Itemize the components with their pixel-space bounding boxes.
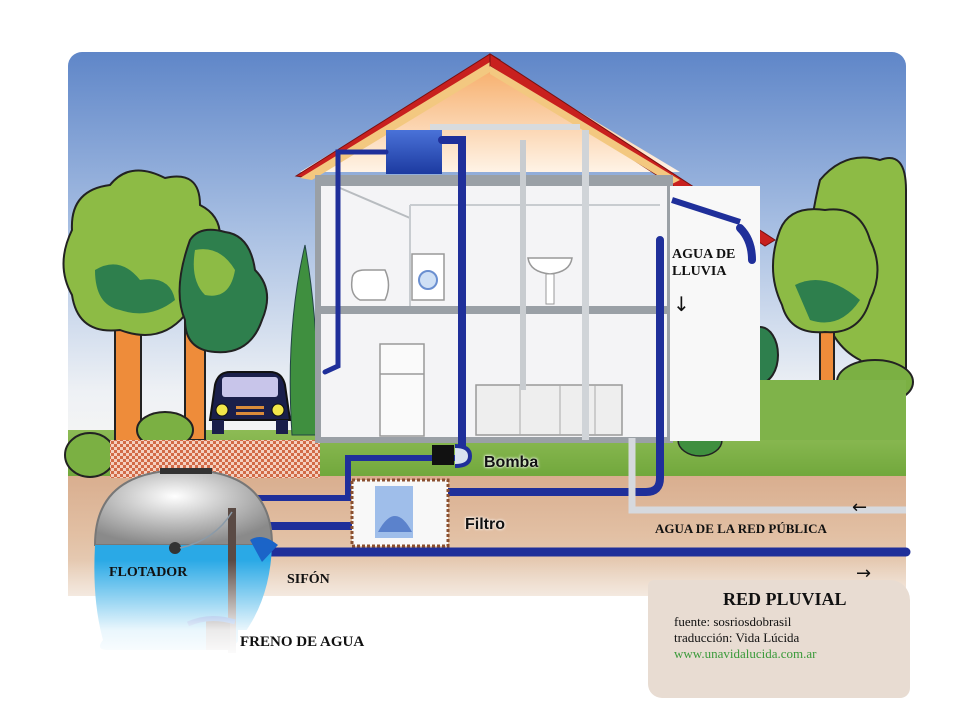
float-ball-icon bbox=[169, 542, 181, 554]
rain-water-label: AGUA DE LLUVIA bbox=[672, 246, 735, 280]
floor-slab bbox=[318, 306, 670, 314]
credit-translation: traducción: Vida Lúcida bbox=[674, 630, 800, 645]
filter-label: Filtro bbox=[465, 516, 505, 533]
car-icon bbox=[208, 371, 292, 434]
toilet-icon bbox=[350, 269, 390, 301]
house bbox=[294, 53, 776, 443]
pump-label: Bomba bbox=[484, 454, 539, 471]
credits-panel bbox=[648, 580, 910, 698]
credits: fuente: sosriosdobrasil traducción: Vida… bbox=[674, 614, 816, 662]
public-water-label: AGUA DE LA RED PÚBLICA bbox=[655, 521, 827, 536]
arrow-right-icon: → bbox=[856, 563, 872, 584]
float-label: FLOTADOR bbox=[109, 565, 188, 580]
brick-patio bbox=[110, 440, 320, 478]
refrigerator-icon bbox=[379, 343, 425, 437]
filter-box bbox=[350, 478, 450, 548]
rooftop-water-tank bbox=[386, 130, 442, 174]
kitchen-counter-icon bbox=[475, 384, 623, 436]
rain-water-label-line2: LLUVIA bbox=[672, 264, 727, 279]
siphon-icon bbox=[250, 536, 278, 562]
rain-gutter bbox=[671, 197, 741, 225]
siphon-label: SIFÓN bbox=[287, 572, 330, 587]
water-brake-label: FRENO DE AGUA bbox=[240, 634, 365, 650]
arrow-down-icon: ↓ bbox=[673, 292, 690, 316]
credit-source: fuente: sosriosdobrasil bbox=[674, 614, 792, 629]
credit-website-link[interactable]: www.unavidalucida.com.ar bbox=[674, 646, 817, 661]
tree-icon bbox=[771, 156, 907, 411]
arrow-left-icon: ← bbox=[852, 497, 868, 518]
bush-icon bbox=[64, 432, 116, 478]
supply-pipes bbox=[236, 136, 911, 557]
storm-drain-label: RED PLUVIAL bbox=[723, 589, 847, 609]
pump-icon bbox=[432, 444, 473, 468]
cypress-tree-icon bbox=[289, 244, 319, 436]
rain-water-label-line1: AGUA DE bbox=[672, 247, 736, 262]
public-water-pipe bbox=[628, 438, 906, 514]
tree-icon bbox=[178, 228, 269, 441]
